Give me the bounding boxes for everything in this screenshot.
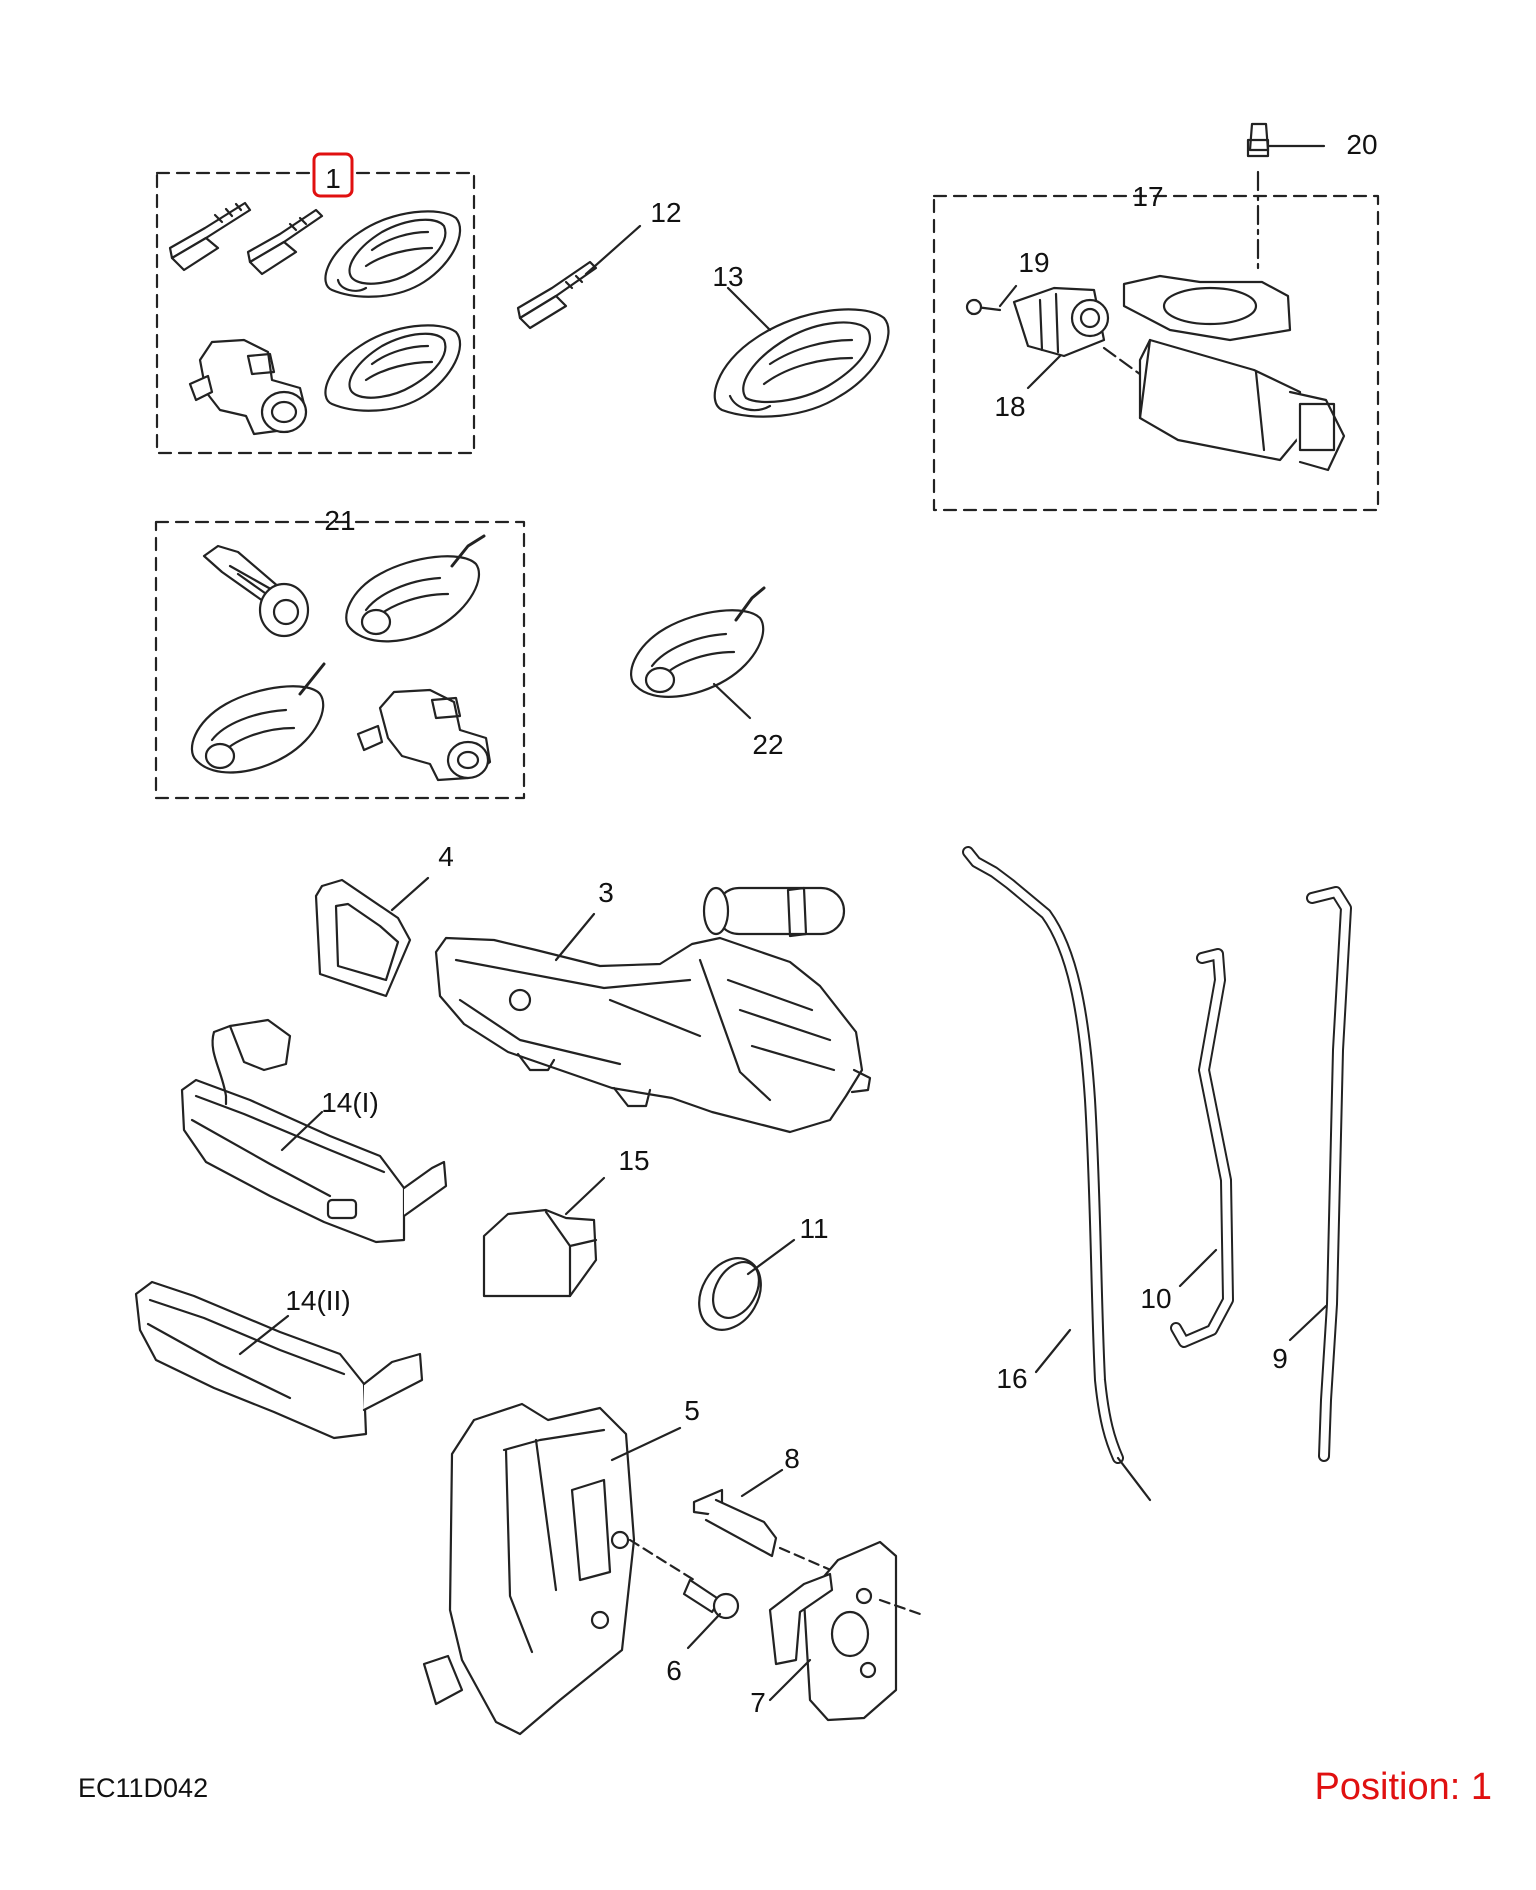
diagram-code: EC11D042: [78, 1773, 209, 1803]
flip-key-icon: [345, 534, 486, 643]
part-20-pin: [1246, 122, 1326, 274]
part-18-actuator: [1012, 286, 1150, 390]
label-14-i: 14(I): [321, 1087, 379, 1118]
label-14-ii: 14(II): [285, 1285, 350, 1316]
part-15-end-cap: [482, 1176, 606, 1298]
key-fob-icon: [324, 324, 462, 412]
label-13: 13: [712, 261, 743, 292]
part-11-grommet: [698, 1238, 796, 1331]
lock-cylinder-icon: [202, 544, 310, 638]
part-14-i-door-handle: [180, 1018, 448, 1244]
label-18: 18: [994, 391, 1025, 422]
key-fob-icon: [324, 210, 462, 298]
part-17-steering-lock: [1122, 274, 1346, 472]
part-14-ii-door-handle: [134, 1280, 424, 1440]
key-blade-icon: [246, 208, 324, 276]
label-9: 9: [1272, 1343, 1288, 1374]
label-3: 3: [598, 877, 614, 908]
part-22-flip-key: [630, 586, 766, 720]
kit-21-dashed-box: [154, 520, 526, 800]
label-11: 11: [799, 1213, 828, 1244]
label-19: 19: [1018, 247, 1049, 278]
part-4-gasket: [314, 876, 430, 998]
part-12-key-blade: [516, 224, 642, 330]
label-6: 6: [666, 1655, 682, 1686]
part-5-door-latch: [422, 1402, 696, 1736]
part-9-control-rod: [1288, 886, 1352, 1462]
label-20: 20: [1346, 129, 1377, 160]
part-16-release-cable: [962, 846, 1152, 1502]
label-15: 15: [618, 1145, 649, 1176]
flip-key-icon: [190, 662, 326, 774]
part-10-control-rod: [1170, 948, 1234, 1348]
label-8: 8: [784, 1443, 800, 1474]
label-16: 16: [996, 1363, 1027, 1394]
label-21: 21: [324, 505, 355, 536]
label-10: 10: [1140, 1283, 1171, 1314]
label-4: 4: [438, 841, 454, 872]
label-5: 5: [684, 1395, 700, 1426]
kit-1-highlight-box[interactable]: [312, 152, 354, 198]
label-12: 12: [650, 197, 681, 228]
part-8-striker-bolt: [692, 1468, 842, 1576]
part-13-key-fob: [713, 286, 890, 418]
label-7: 7: [750, 1687, 766, 1718]
label-17: 17: [1132, 181, 1163, 212]
lock-barrel-icon: [356, 688, 492, 782]
key-blade-icon: [168, 201, 252, 272]
part-7-striker-plate: [768, 1540, 922, 1722]
part-6-screw: [682, 1578, 740, 1650]
position-indicator: Position: 1: [1314, 1766, 1492, 1808]
label-22: 22: [752, 729, 783, 760]
lock-barrel-icon: [188, 338, 308, 436]
part-3-handle-carrier: [434, 886, 872, 1134]
part-19-screw: [965, 284, 1018, 316]
label-1[interactable]: 1: [325, 163, 341, 194]
kit-17-dashed-box: [932, 194, 1380, 512]
